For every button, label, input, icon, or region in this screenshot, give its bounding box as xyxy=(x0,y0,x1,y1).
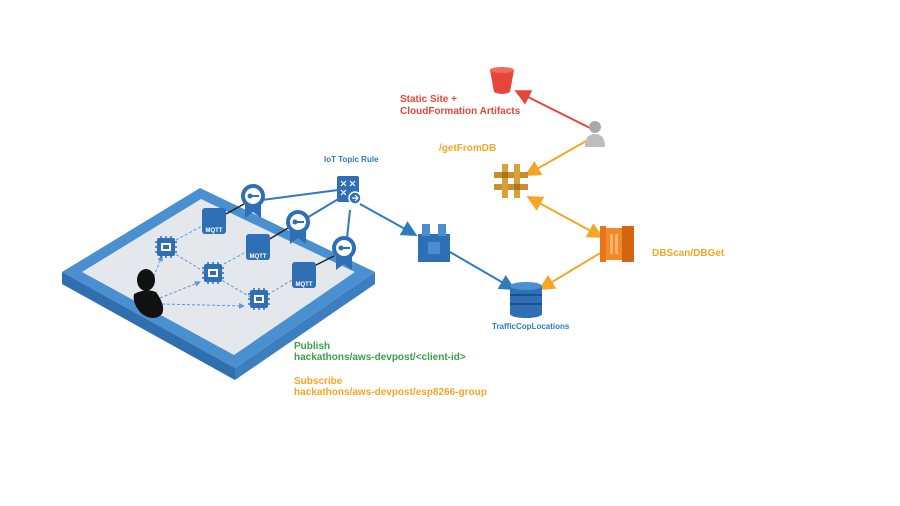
publish-topic: hackathons/aws-devpost/<client-id> xyxy=(294,352,466,363)
subscribe-topic: hackathons/aws-devpost/esp8266-group xyxy=(294,387,487,398)
arrow-api-lambda xyxy=(526,196,604,238)
mqtt-label: MQTT xyxy=(206,228,223,234)
lambda-icon xyxy=(600,226,634,262)
mqtt-topic-icon: MQTT xyxy=(202,208,226,234)
certificate-icon xyxy=(241,184,265,218)
get-from-db-label: /getFromDB xyxy=(439,143,497,154)
chip-icon xyxy=(248,288,270,310)
mqtt-topic-icon: MQTT xyxy=(292,262,316,288)
dynamodb-icon xyxy=(510,282,542,318)
arrow-user-to-s3 xyxy=(514,90,591,129)
chip-icon xyxy=(202,262,224,284)
certificate-icon xyxy=(332,236,356,270)
iot-rule-icon xyxy=(337,176,362,205)
subscribe-title: Subscribe xyxy=(294,376,343,387)
mqtt-topic-icon: MQTT xyxy=(246,234,270,260)
s3-bucket-icon xyxy=(490,67,514,94)
dbscan-dbget-label: DBScan/DBGet xyxy=(652,248,725,259)
publish-title: Publish xyxy=(294,341,331,352)
mqtt-label: MQTT xyxy=(250,254,267,260)
cloudformation-artifacts-label: CloudFormation Artifacts xyxy=(400,106,521,117)
certificate-icon xyxy=(286,210,310,244)
person-silhouette-icon xyxy=(133,269,164,318)
arrow-action-to-dynamo xyxy=(449,251,516,291)
arrow-rule-to-action xyxy=(359,203,418,236)
traffic-cop-locations-label: TrafficCopLocations xyxy=(492,322,570,331)
static-site-label: Static Site + xyxy=(400,94,457,105)
arrow-user-to-api xyxy=(524,139,589,176)
user-icon xyxy=(585,121,605,147)
mqtt-label: MQTT xyxy=(296,282,313,288)
api-gateway-icon xyxy=(494,164,528,198)
arrow-lambda-to-dynamo xyxy=(538,251,603,291)
iot-action-icon xyxy=(418,224,450,262)
chip-icon xyxy=(155,236,177,258)
iot-topic-rule-label: IoT Topic Rule xyxy=(324,155,379,164)
